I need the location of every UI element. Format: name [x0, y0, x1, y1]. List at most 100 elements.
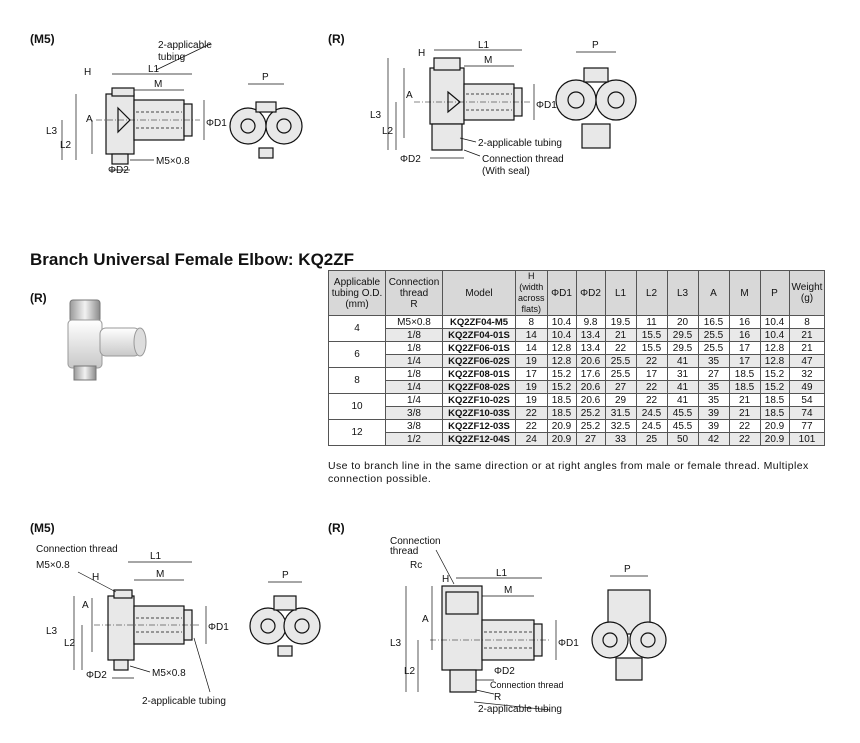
table-cell: 22: [635, 393, 668, 407]
table-cell: 35: [697, 380, 730, 394]
table-cell: 45.5: [666, 419, 699, 433]
table-cell: 20.6: [575, 393, 606, 407]
label-l2: L2: [64, 638, 76, 649]
cell-model: KQ2ZF04-M5: [442, 315, 516, 329]
section-title: Branch Universal Female Elbow: KQ2ZF: [30, 250, 355, 269]
table-cell: 20: [666, 315, 699, 329]
table-cell: 25.5: [697, 328, 730, 342]
table-cell: 9.8: [575, 315, 606, 329]
cell-tubing: 10: [328, 393, 386, 420]
table-cell: 15.2: [759, 367, 790, 381]
label-applicable: 2-applicable: [158, 40, 212, 51]
label-d2: ΦD2: [86, 670, 107, 681]
label-thread: M5×0.8: [152, 668, 186, 679]
table-cell: 29.5: [666, 328, 699, 342]
table-cell: 1/4: [385, 354, 443, 368]
th-m: M: [728, 270, 761, 316]
table-cell: 25.2: [575, 406, 606, 420]
table-cell: 74: [788, 406, 826, 420]
table-cell: 24.5: [635, 419, 668, 433]
label-m: M: [156, 569, 164, 580]
table-cell: 10.4: [759, 328, 790, 342]
label-h: H: [442, 574, 449, 585]
label-l3: L3: [390, 638, 402, 649]
table-cell: 32.5: [604, 419, 637, 433]
cell-tubing: 8: [328, 367, 386, 394]
label-tubing: 2-applicable tubing: [478, 704, 562, 715]
table-cell: 41: [666, 354, 699, 368]
table-cell: 11: [635, 315, 668, 329]
table-cell: 10.4: [546, 315, 577, 329]
label-rc: Rc: [410, 560, 422, 571]
hex-cap: [433, 57, 461, 71]
table-cell: 17: [728, 341, 761, 355]
table-cell: 22: [635, 354, 668, 368]
table-cell: 1/4: [385, 380, 443, 394]
label-d1: ΦD1: [558, 638, 579, 649]
table-cell: 22: [515, 419, 548, 433]
product-photo: [67, 299, 147, 381]
th-l2: L2: [635, 270, 668, 316]
table-cell: 20.6: [575, 380, 606, 394]
table-cell: 20.9: [546, 419, 577, 433]
cell-model: KQ2ZF12-03S: [442, 419, 516, 433]
table-cell: 31: [666, 367, 699, 381]
label-a: A: [86, 114, 93, 125]
table-cell: 24.5: [635, 406, 668, 420]
label-p: P: [282, 570, 289, 581]
drawing-tag-top-r: (R): [328, 32, 345, 46]
label-l1: L1: [496, 568, 508, 579]
label-thread-top: M5×0.8: [36, 560, 70, 571]
table-cell: 22: [728, 432, 761, 446]
table-cell: 77: [788, 419, 826, 433]
label-m: M: [484, 55, 492, 66]
label-thread: M5×0.8: [156, 156, 190, 167]
label-p: P: [592, 40, 599, 51]
label-h: H: [418, 48, 425, 59]
table-cell: 14: [515, 341, 548, 355]
table-cell: 18.5: [759, 406, 790, 420]
table-cell: 19: [515, 380, 548, 394]
table-cell: 21: [604, 328, 637, 342]
cell-model: KQ2ZF06-01S: [442, 341, 516, 355]
table-cell: 17.6: [575, 367, 606, 381]
table-cell: 13.4: [575, 328, 606, 342]
table-cell: 101: [788, 432, 826, 446]
table-cell: 19.5: [604, 315, 637, 329]
table-cell: 27: [575, 432, 606, 446]
table-cell: 18.5: [728, 380, 761, 394]
label-l3: L3: [46, 126, 58, 137]
table-cell: 49: [788, 380, 826, 394]
table-cell: 39: [697, 406, 730, 420]
table-cell: 12.8: [546, 354, 577, 368]
th-d2: ΦD2: [575, 270, 606, 316]
cell-model: KQ2ZF10-03S: [442, 406, 516, 420]
table-cell: M5×0.8: [385, 315, 443, 329]
cell-model: KQ2ZF06-02S: [442, 354, 516, 368]
label-r: R: [494, 692, 501, 703]
cell-model: KQ2ZF08-01S: [442, 367, 516, 381]
table-cell: 27: [697, 367, 730, 381]
label-l2: L2: [60, 140, 72, 151]
male-thread: [431, 123, 463, 151]
table-cell: 14: [515, 328, 548, 342]
drawing-bottom-m5: Connection thread M5×0.8 H L1 M A L3 L2 …: [36, 544, 321, 707]
table-cell: 8: [788, 315, 826, 329]
table-cell: 27: [604, 380, 637, 394]
table-cell: 21: [728, 393, 761, 407]
cell-model: KQ2ZF04-01S: [442, 328, 516, 342]
label-a: A: [406, 90, 413, 101]
drawing-bottom-r: Connection thread Rc H L1 M A L3 L2 ΦD1 …: [390, 536, 667, 715]
label-d2: ΦD2: [400, 154, 421, 165]
table-cell: 15.2: [546, 367, 577, 381]
label-conn: Connection thread: [482, 154, 564, 165]
table-cell: 18.5: [546, 393, 577, 407]
label-l2: L2: [404, 666, 416, 677]
th-a: A: [697, 270, 730, 316]
